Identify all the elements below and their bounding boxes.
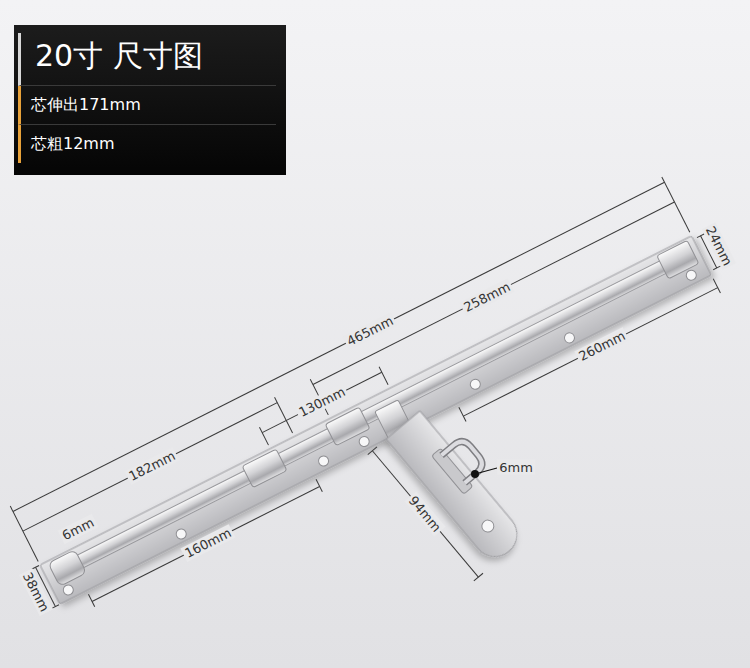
rod-knob <box>48 550 87 587</box>
bolt-rod <box>53 250 689 580</box>
extension-line <box>459 407 466 421</box>
screw-hole <box>479 518 496 535</box>
extension-line <box>474 573 483 581</box>
screw-holes <box>62 268 699 597</box>
dimension-label: 160mm <box>181 524 236 562</box>
title-panel: 20寸 尺寸图芯伸出171mm芯粗12mm <box>14 25 286 175</box>
spec-text: 芯粗12mm <box>18 125 276 163</box>
staple-base <box>432 448 473 494</box>
padlock-staple <box>442 437 487 483</box>
dimension-lines <box>368 447 483 581</box>
extension-line <box>662 177 690 232</box>
spec-text: 芯伸出171mm <box>18 86 276 125</box>
base-plate <box>40 236 711 604</box>
dimension-line <box>23 403 277 532</box>
extension-line <box>713 266 720 270</box>
screw-hole <box>174 527 187 540</box>
dimension-line <box>13 182 665 511</box>
extension-line <box>275 397 293 433</box>
screw-hole <box>62 583 75 596</box>
rod-guide <box>657 240 699 279</box>
dimension-line <box>92 486 320 601</box>
rod-guide <box>242 449 287 488</box>
dimension-lines <box>2 172 731 627</box>
dimension-label: 182mm <box>125 447 180 485</box>
screw-hole <box>685 268 698 281</box>
hasp-tongue <box>386 411 526 566</box>
screw-hole <box>357 435 370 448</box>
screw-hole <box>317 454 330 467</box>
extension-line <box>379 367 388 385</box>
extension-line <box>713 279 720 293</box>
padlock-staple <box>442 437 487 483</box>
rod-guide <box>325 407 370 446</box>
title-text: 20寸 尺寸图 <box>18 33 276 86</box>
dimension-label: 258mm <box>459 278 514 316</box>
dimension-label: 38mm <box>19 568 53 616</box>
dimension-line <box>372 451 478 577</box>
dimension-label: 24mm <box>702 223 736 271</box>
dimension-label: 260mm <box>574 327 629 365</box>
dimension-line <box>313 202 674 385</box>
hasp-tongue-group <box>368 401 538 581</box>
extension-line <box>10 506 38 561</box>
dimension-line <box>262 372 382 432</box>
extension-line <box>368 447 377 455</box>
dimension-label: 6mm <box>497 460 535 475</box>
dimension-line <box>463 288 717 417</box>
extension-line <box>88 594 94 606</box>
extension-line <box>259 427 268 445</box>
leader-dot <box>471 470 479 478</box>
dimension-label: 130mm <box>294 383 349 421</box>
dimension-label: 6mm <box>58 514 98 544</box>
extension-line <box>697 234 704 238</box>
dimension-label: 94mm <box>405 491 446 536</box>
dimension-label: 465mm <box>342 312 397 350</box>
screw-hole <box>469 378 482 391</box>
extension-line <box>316 479 322 491</box>
bolt-body <box>2 172 731 627</box>
screw-hole <box>563 331 576 344</box>
